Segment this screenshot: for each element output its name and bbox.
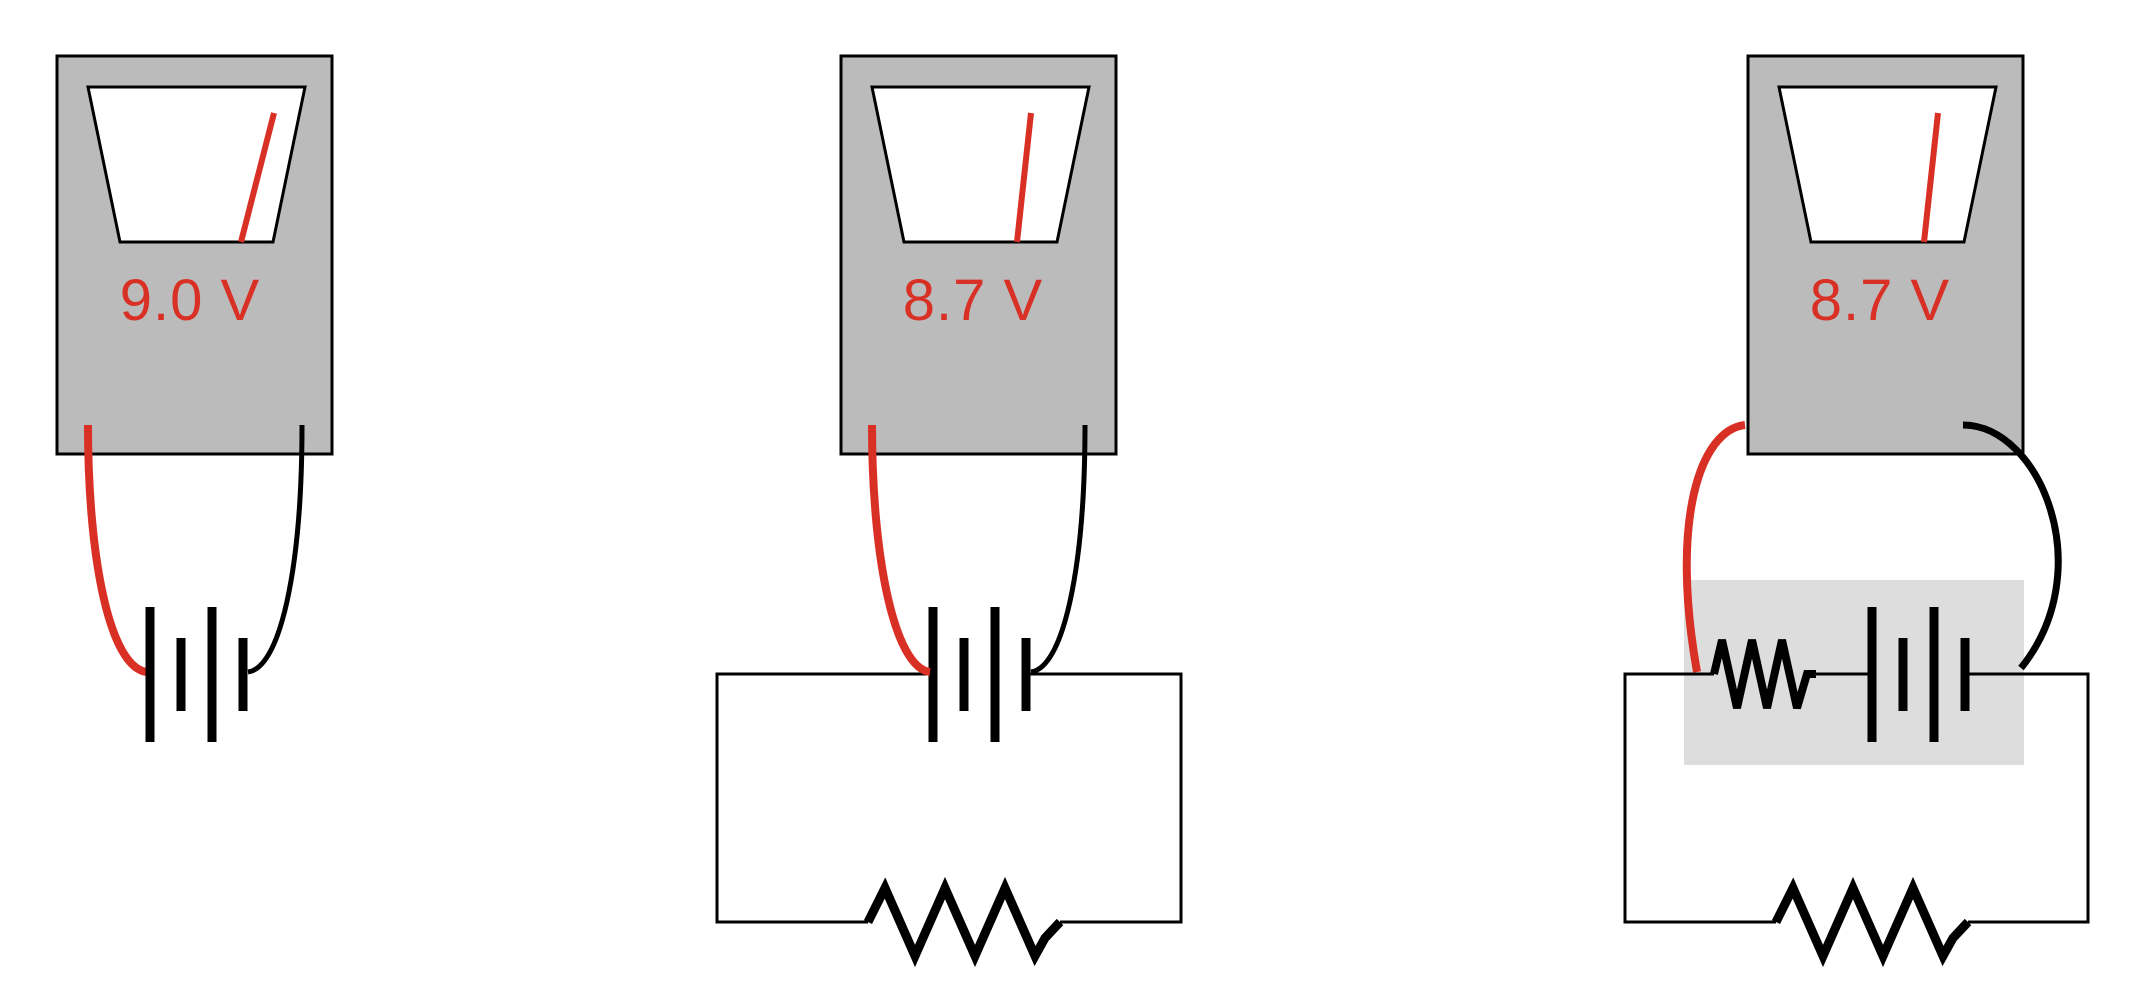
battery-symbol: [1867, 607, 1970, 742]
voltmeter: 8.7 V: [839, 54, 1118, 456]
circuit-wires: [715, 672, 1183, 924]
positive-lead: [1682, 421, 1746, 673]
circuit-wires: [1623, 672, 2090, 924]
voltmeter-needle: [1014, 112, 1034, 243]
negative-lead: [1030, 424, 1088, 675]
panel-open-battery: 9.0 V: [55, 54, 334, 742]
internal-resistor-symbol: [1710, 639, 1816, 710]
voltmeter: 8.7 V: [1746, 54, 2025, 456]
battery-symbol: [928, 607, 1031, 742]
voltmeter-reading: 9.0 V: [120, 268, 260, 333]
voltmeter-dial-face: [86, 85, 307, 244]
load-resistor-symbol: [863, 876, 1064, 968]
positive-lead: [868, 424, 932, 676]
voltmeter: 9.0 V: [55, 54, 334, 456]
voltmeter-needle: [1921, 112, 1941, 243]
battery-symbol: [145, 607, 248, 742]
panel-battery-with-load: 8.7 V: [715, 54, 1183, 968]
voltmeter-reading: 8.7 V: [1810, 268, 1950, 333]
voltmeter-dial-face: [1777, 85, 1998, 244]
panel-internal-resistance: 8.7 V: [1623, 54, 2090, 968]
negative-lead: [247, 424, 305, 675]
voltmeter-dial-face: [870, 85, 1091, 244]
voltmeter-reading: 8.7 V: [903, 268, 1043, 333]
voltmeter-needle: [238, 112, 277, 243]
positive-lead: [84, 424, 148, 676]
negative-lead: [1962, 421, 2062, 671]
load-resistor-symbol: [1771, 876, 1972, 968]
